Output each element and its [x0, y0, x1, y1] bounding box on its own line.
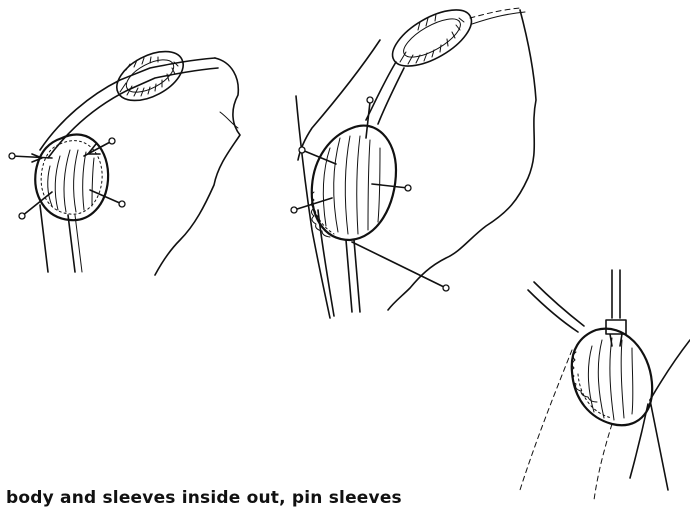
right-strap-inner: [528, 290, 578, 332]
center-sleeve-tube-2: [354, 240, 360, 312]
center-sleeve-ease-lines: [323, 136, 380, 234]
pin-head-icon: [291, 207, 297, 213]
right-sleeve-dash-left: [520, 350, 572, 490]
center-strap-top-2: [472, 12, 525, 24]
left-body-side: [155, 58, 240, 275]
panel-right-stitching: [520, 270, 690, 500]
center-body-wavy-side: [388, 10, 536, 310]
left-neck-opening: [109, 41, 191, 110]
center-sleeve-tube-1: [346, 240, 352, 312]
pin-head-icon: [119, 201, 125, 207]
left-sleeve-tube-inner: [75, 215, 82, 272]
pin-head-icon: [19, 213, 25, 219]
left-armhole: [35, 134, 108, 220]
right-sleeve-ease-lines: [588, 338, 633, 420]
panel-left-pinned-sleeve: [9, 41, 240, 275]
pin-head-icon: [109, 138, 115, 144]
center-strap-right: [378, 68, 404, 124]
pin-head-icon: [9, 153, 15, 159]
presser-foot-icon: [606, 270, 626, 346]
center-strap-top: [470, 8, 520, 18]
right-seam-scallops: [572, 352, 598, 402]
pin-head-icon: [405, 185, 411, 191]
right-body-line-1: [650, 340, 690, 400]
panel-center-pinned-sleeve: [291, 0, 536, 318]
right-body-line-3: [630, 404, 648, 478]
left-body-fold: [220, 112, 238, 128]
left-shoulder-strap-inner: [48, 68, 218, 158]
right-armhole-stitch: [578, 374, 612, 418]
left-sleeve-tube-mid: [68, 215, 75, 272]
center-strap-left: [366, 62, 396, 120]
center-neck-opening: [384, 0, 480, 77]
pin-head-icon: [443, 285, 449, 291]
left-sleeve-tube-outer: [40, 205, 48, 272]
pin-head-icon: [299, 147, 305, 153]
right-body-line-2: [650, 400, 668, 490]
right-sleeve-dash-mid: [594, 424, 612, 500]
center-armhole: [312, 126, 396, 240]
caption: body and sleeves inside out, pin sleeves: [6, 488, 402, 508]
pin-head-icon: [367, 97, 373, 103]
left-sleeve-ease-lines: [48, 150, 94, 212]
